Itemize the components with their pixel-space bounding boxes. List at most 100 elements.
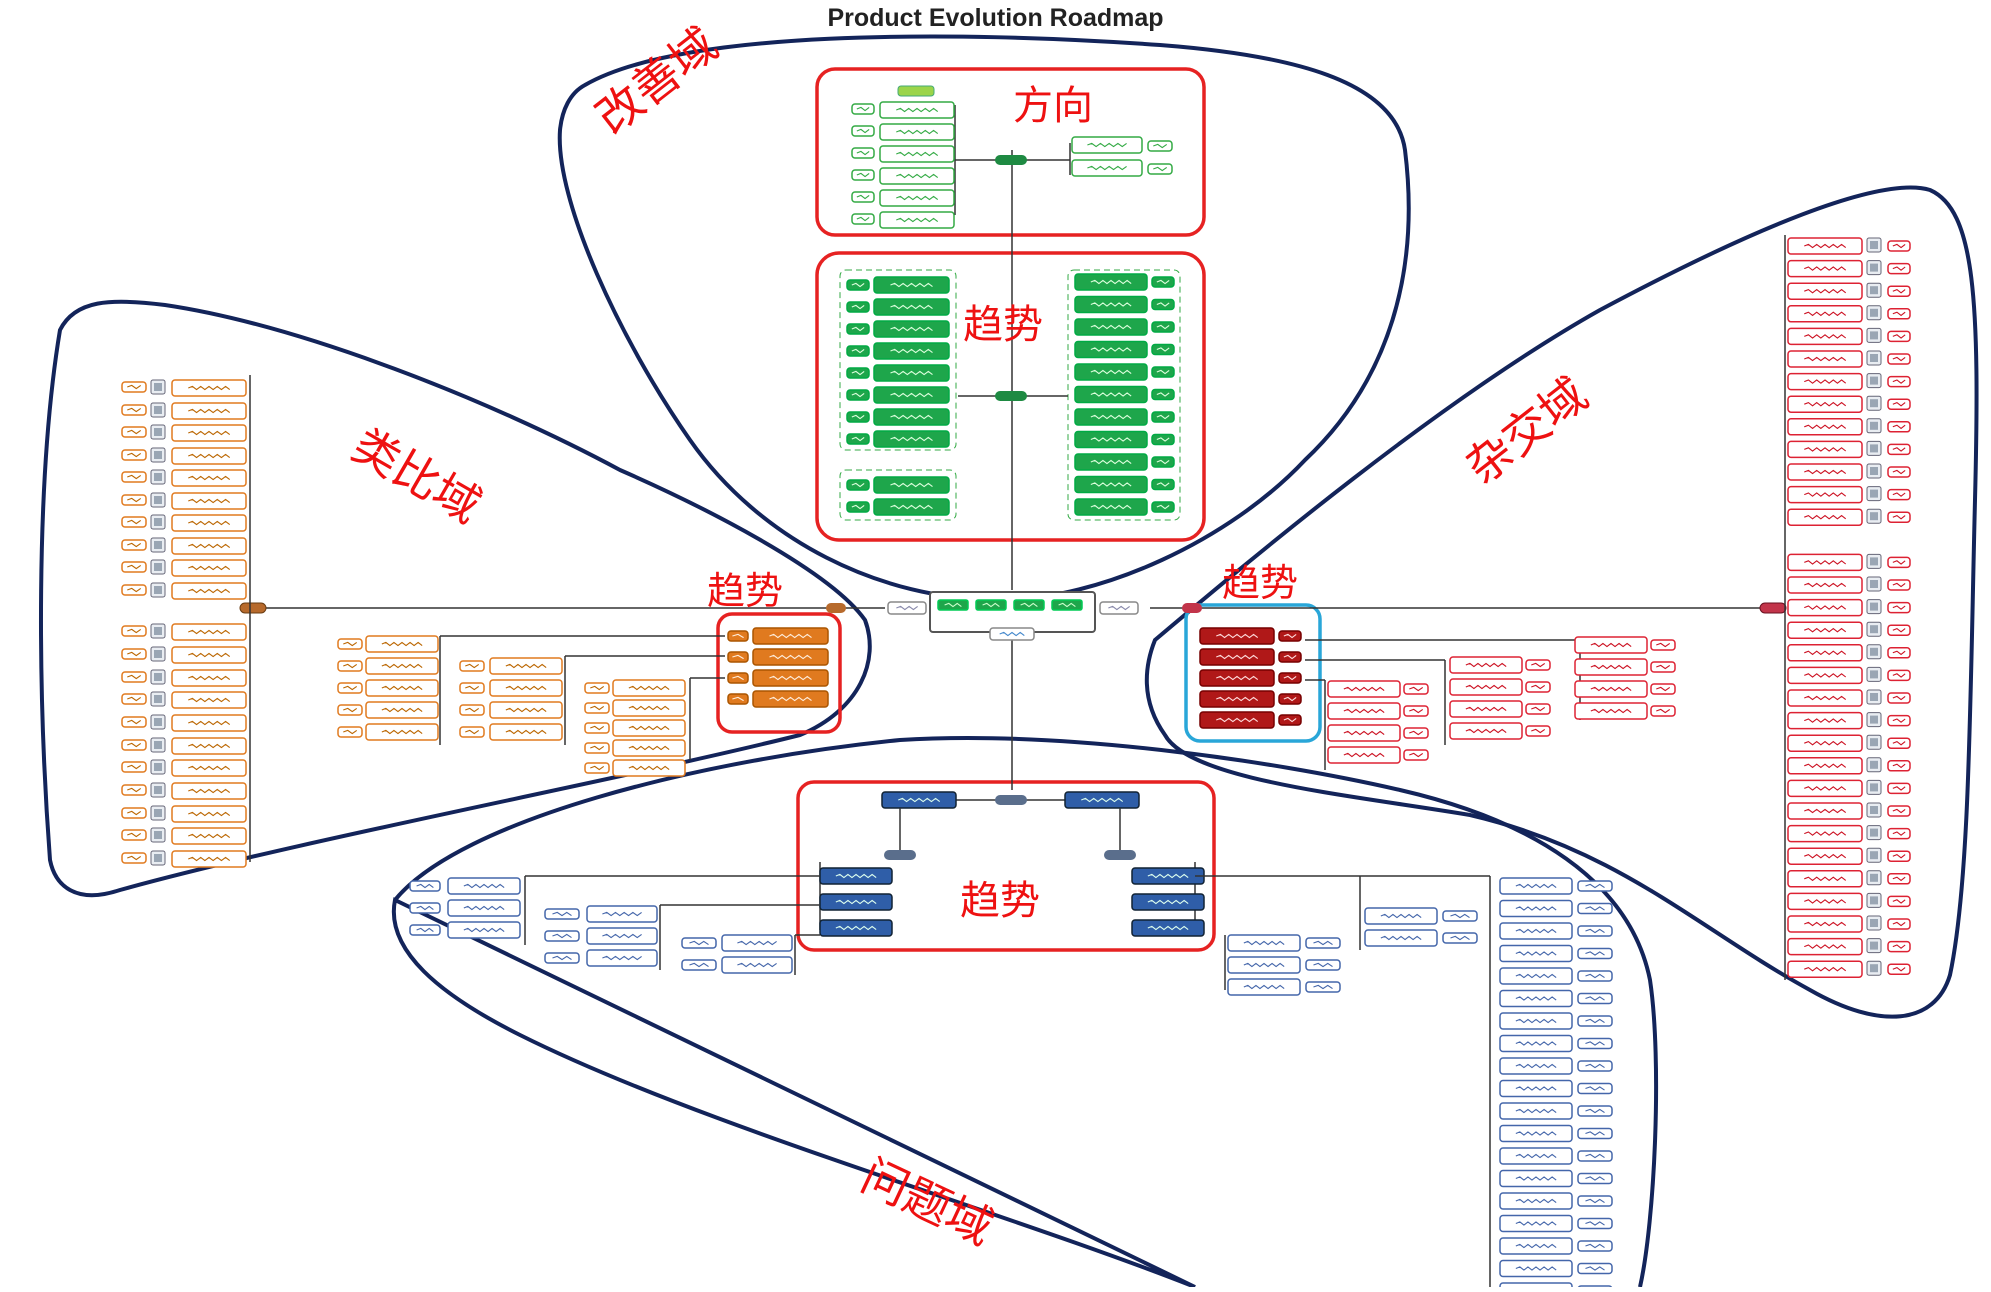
placeholder-text [1804, 740, 1847, 746]
thumbnail-image [1870, 851, 1878, 860]
placeholder-text [1090, 369, 1132, 375]
placeholder-text [463, 905, 505, 911]
problem-hub-node [995, 795, 1027, 805]
placeholder-text [465, 729, 480, 735]
problem-hub-node [1104, 850, 1136, 860]
problem-sub-tag [544, 908, 580, 920]
trend-item [1074, 340, 1148, 359]
placeholder-text [1892, 695, 1906, 701]
trend-item [873, 320, 950, 338]
placeholder-text [1892, 356, 1906, 362]
placeholder-text [1585, 1108, 1605, 1114]
thumbnail-image [154, 763, 162, 771]
placeholder-text [1343, 752, 1385, 758]
placeholder-text [465, 663, 480, 669]
placeholder-text [127, 764, 142, 770]
thumbnail-image [1870, 647, 1878, 656]
placeholder-text [1515, 1221, 1557, 1226]
placeholder-text [1585, 883, 1605, 889]
problem-trend-item [819, 893, 893, 911]
placeholder-text [1531, 706, 1546, 712]
thumbnail-image [1870, 738, 1878, 747]
placeholder-text [890, 482, 933, 488]
analog-item [171, 737, 247, 755]
analog-sub-item [489, 679, 563, 697]
problem-list-item [1499, 1282, 1573, 1292]
problem-sub-tag [544, 930, 580, 942]
placeholder-text [851, 370, 865, 376]
hybrid-item [1787, 553, 1863, 572]
hybrid-domain-outline [1144, 185, 1979, 1019]
placeholder-text [1409, 730, 1424, 736]
placeholder-text [188, 675, 231, 681]
placeholder-text [1892, 718, 1906, 723]
placeholder-text [1804, 650, 1847, 656]
hybrid-trend-item [1199, 648, 1275, 666]
placeholder-text [1465, 706, 1507, 712]
placeholder-text [890, 414, 933, 420]
hybrid-item [1787, 734, 1863, 752]
thumbnail-image [1870, 444, 1878, 453]
trend-right-selection-box [1184, 603, 1322, 743]
right-connector-node [1182, 603, 1202, 613]
problem-list-tag [1577, 1037, 1613, 1050]
placeholder-text [851, 282, 865, 288]
trend-item [873, 386, 950, 404]
analog-item [171, 537, 247, 555]
problem-list-tag [1577, 992, 1613, 1005]
problem-sub-tag [681, 959, 717, 971]
analog-item [171, 691, 247, 709]
placeholder-text [188, 743, 231, 749]
thumbnail-image [154, 406, 162, 414]
trend-left-label: 趋势 [707, 569, 784, 613]
problem-list-item [1499, 1214, 1573, 1233]
hybrid-item [1787, 757, 1863, 775]
placeholder-text [127, 855, 142, 861]
placeholder-text [188, 430, 231, 436]
placeholder-text [732, 696, 744, 702]
placeholder-text [856, 150, 870, 156]
placeholder-text [127, 810, 142, 816]
placeholder-text [188, 408, 231, 414]
analog-trend-tag [727, 693, 749, 705]
thumbnail-image [154, 383, 162, 391]
problem-list-tag [1577, 925, 1613, 937]
analog-trend-item [752, 669, 829, 687]
direction-item [879, 189, 955, 207]
placeholder-text [1656, 686, 1671, 692]
placeholder-text [1892, 424, 1906, 430]
placeholder-text [1656, 642, 1671, 648]
trend-bottom-label: 趋势 [960, 878, 1040, 924]
direction-item [879, 101, 955, 119]
placeholder-text [1515, 1063, 1557, 1069]
placeholder-text [1380, 935, 1422, 941]
placeholder-text [1090, 392, 1132, 397]
hybrid-item [1787, 485, 1863, 504]
problem-list-tag [1577, 902, 1613, 915]
trend-left-highlight-box [716, 612, 842, 734]
placeholder-text [1590, 708, 1632, 714]
problem-list-item [1499, 944, 1573, 963]
placeholder-text [127, 674, 142, 680]
placeholder-text [851, 482, 865, 488]
placeholder-text [188, 475, 231, 481]
trend-item [1074, 475, 1148, 494]
placeholder-text [1515, 1153, 1557, 1159]
placeholder-text [1590, 686, 1632, 692]
placeholder-text [188, 765, 231, 771]
placeholder-text [1090, 437, 1132, 442]
trend-top-highlight-box [815, 251, 1206, 542]
placeholder-text [1585, 1198, 1605, 1204]
placeholder-text [1804, 921, 1847, 927]
hybrid-item [1787, 960, 1863, 978]
placeholder-text [1804, 808, 1847, 814]
placeholder-text [1892, 379, 1906, 384]
root-subnode [975, 599, 1007, 611]
trend-top-left-group-2 [839, 469, 957, 521]
placeholder-text [1804, 266, 1847, 271]
placeholder-text [1804, 379, 1847, 384]
placeholder-text [552, 911, 572, 917]
placeholder-text [463, 883, 505, 889]
placeholder-text [1804, 401, 1847, 407]
problem-list-item [1499, 1012, 1573, 1030]
